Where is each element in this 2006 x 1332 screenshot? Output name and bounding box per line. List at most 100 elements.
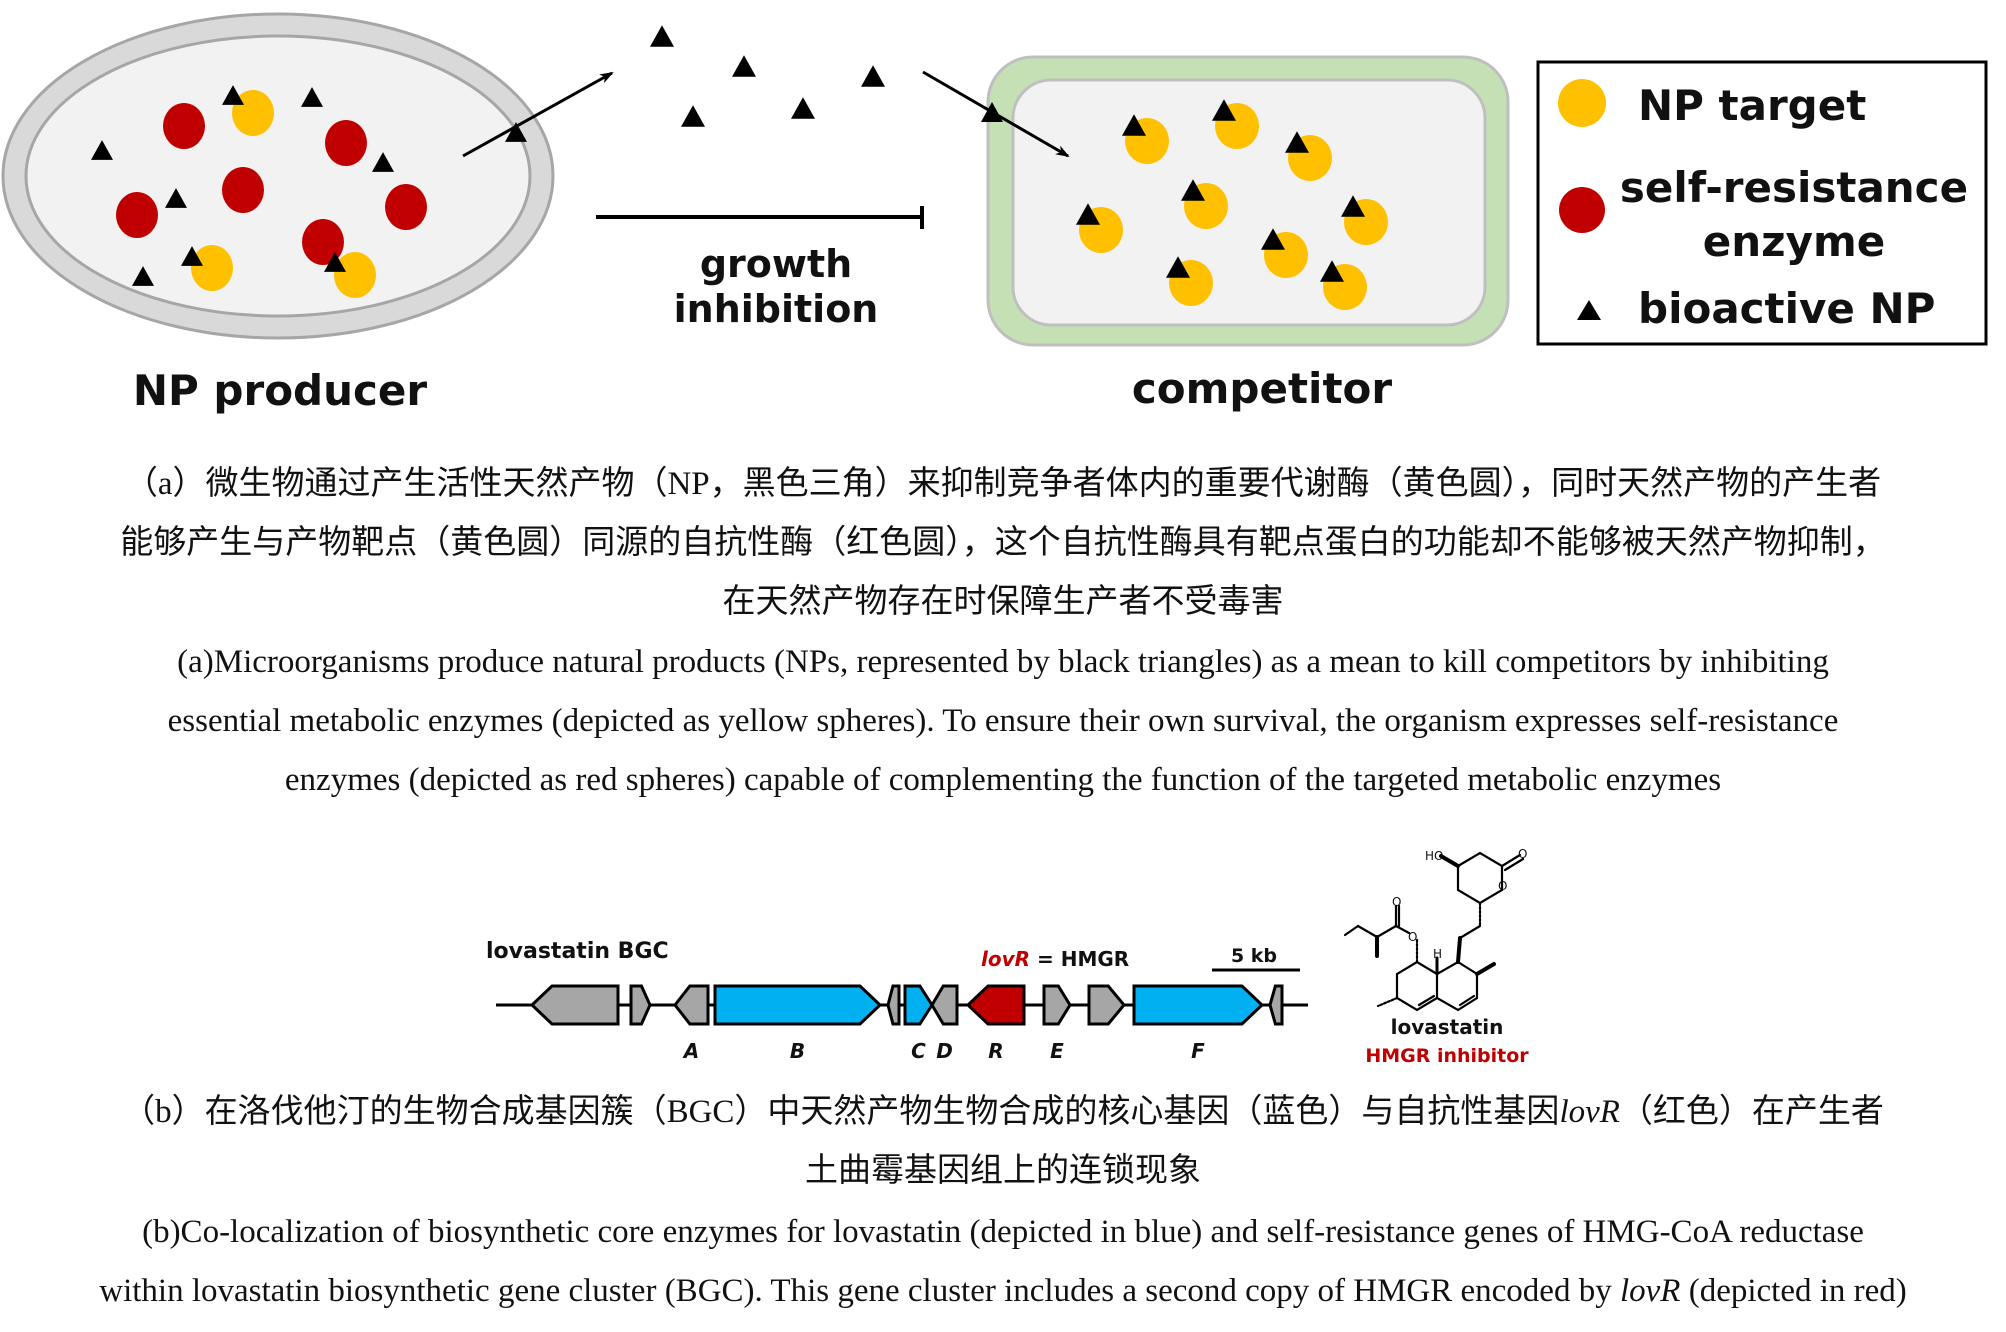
caption-b-en-line1: (b)Co-localization of biosynthetic core … xyxy=(142,1214,1864,1250)
ester-chain-1 xyxy=(1375,924,1398,939)
bioactive-np-triangle xyxy=(222,85,244,105)
legend-label-np-target: NP target xyxy=(1638,81,1866,130)
decalin-ring-left xyxy=(1395,960,1439,1012)
red-circle-icon xyxy=(1559,187,1605,233)
atom-h: H xyxy=(1433,947,1442,961)
compound-role: HMGR inhibitor xyxy=(1365,1045,1529,1067)
scale-bar-label: 5 kb xyxy=(1231,945,1277,967)
carbonyl-bond xyxy=(1500,853,1522,868)
gene-label: D xyxy=(936,1039,953,1063)
caption-a-en-line: enzymes (depicted as red spheres) capabl… xyxy=(284,762,1722,798)
gene-label: C xyxy=(911,1039,926,1063)
atom-o-ring: O xyxy=(1498,879,1507,893)
bioactive-np-triangle xyxy=(1320,260,1344,282)
caption-b-zh-text: （红色）在产生者 xyxy=(1619,1094,1884,1130)
bioactive-np-triangle xyxy=(165,188,187,208)
caption-b-en-text: within lovastatin biosynthetic gene clus… xyxy=(99,1273,1620,1309)
producer-cytoplasm xyxy=(24,34,532,318)
gene-arrow xyxy=(529,984,620,1026)
self-resistance-enzyme xyxy=(325,120,367,166)
growth-inhibition-symbol xyxy=(596,206,924,229)
competitor-label: competitor xyxy=(1132,364,1392,413)
double-bond-right xyxy=(1458,994,1476,1007)
np-target-enzyme xyxy=(334,252,376,298)
self-resistance-enzyme xyxy=(163,103,205,149)
entering-np-triangle xyxy=(981,102,1003,122)
ester-chain-3 xyxy=(1343,924,1360,937)
lovR-equals-hmgr: = HMGR xyxy=(1030,947,1129,971)
caption-b-en-text: (depicted in red) xyxy=(1680,1273,1907,1309)
black-triangle-icon xyxy=(1577,300,1601,320)
caption-a-zh-line: 在天然产物存在时保障生产者不受毒害 xyxy=(722,584,1284,620)
gene-C-arrow xyxy=(903,984,934,1026)
legend-box xyxy=(1536,60,1988,346)
gene-arrow xyxy=(1268,984,1284,1026)
gene-label: F xyxy=(1191,1039,1205,1063)
caption-b-zh-gene: lovR xyxy=(1559,1094,1620,1130)
bioactive-np-triangle xyxy=(681,105,705,127)
inhibition-label-line2: inhibition xyxy=(674,287,879,331)
ho-wedge xyxy=(1439,854,1460,868)
producer-label: NP producer xyxy=(133,366,428,415)
double-bond-left xyxy=(1417,994,1436,1007)
atom-o-ester: O xyxy=(1408,930,1417,944)
methyl-hash xyxy=(1376,996,1399,1008)
bioactive-np-triangle xyxy=(732,55,756,77)
legend: NP target self-resistance enzyme bioacti… xyxy=(1536,60,1988,346)
bioactive-np-triangle xyxy=(372,152,394,172)
gene-label: R xyxy=(988,1039,1003,1063)
legend-label-self-resistance-line2: enzyme xyxy=(1703,217,1885,266)
bioactive-np-triangle xyxy=(1212,99,1236,121)
caption-b-en-gene: lovR xyxy=(1619,1273,1681,1309)
caption-b-en-line2: within lovastatin biosynthetic gene clus… xyxy=(0,1262,2006,1321)
bioactive-np-triangle xyxy=(1076,203,1100,225)
carbonyl-bond-2 xyxy=(1503,857,1525,872)
caption-a-chinese: （a）微生物通过产生活性天然产物（NP，黑色三角）来抑制竞争者体内的重要代谢酶（… xyxy=(0,455,2006,632)
atom-o-ester-carbonyl: O xyxy=(1392,895,1401,909)
export-arrow xyxy=(462,71,614,158)
caption-b-zh-line2: 土曲霉基因组上的连锁现象 xyxy=(805,1153,1201,1189)
legend-label-self-resistance-line1: self-resistance xyxy=(1620,163,1968,212)
gene-label: A xyxy=(682,1039,699,1063)
caption-b-chinese: （b）在洛伐他汀的生物合成基因簇（BGC）中天然产物生物合成的核心基因（蓝色）与… xyxy=(0,1083,2006,1201)
bioactive-np-triangle xyxy=(181,246,203,266)
decalin-ring-right xyxy=(1435,960,1479,1012)
self-resistance-enzyme xyxy=(116,192,158,238)
gene-D-arrow xyxy=(930,984,959,1026)
np-target-enzyme xyxy=(232,90,274,136)
secreted-np-group xyxy=(650,25,885,127)
bioactive-np-triangle xyxy=(1341,195,1365,217)
caption-a-en-line: (a)Microorganisms produce natural produc… xyxy=(177,644,1829,680)
methyl-wedge xyxy=(1475,962,1496,976)
ester-chain-2 xyxy=(1356,924,1379,939)
atom-o-carbonyl: O xyxy=(1518,847,1527,861)
caption-b-zh-text: （b）在洛伐他汀的生物合成基因簇（BGC）中天然产物生物合成的核心基因（蓝色）与… xyxy=(122,1094,1560,1130)
self-resistance-enzyme xyxy=(302,219,344,265)
gene-R-arrow xyxy=(965,984,1026,1026)
bioactive-np-triangle xyxy=(1166,256,1190,278)
gene-E-arrow xyxy=(1042,984,1072,1026)
bioactive-np-triangle xyxy=(505,122,527,142)
legend-label-bioactive-np: bioactive NP xyxy=(1638,284,1935,333)
bioactive-np-triangle xyxy=(1122,114,1146,136)
bgc-title: lovastatin BGC xyxy=(486,939,669,964)
chain-bond-2 xyxy=(1456,936,1462,964)
caption-a-en-line: essential metabolic enzymes (depicted as… xyxy=(167,703,1839,739)
lactone-ring xyxy=(1456,851,1504,905)
gene-label: B xyxy=(790,1039,805,1063)
bioactive-np-triangle xyxy=(1181,179,1205,201)
lovR-annotation: lovR = HMGR xyxy=(981,947,1129,971)
gene-arrow xyxy=(629,984,652,1026)
caption-a-zh-line: （a）微生物通过产生活性天然产物（NP，黑色三角）来抑制竞争者体内的重要代谢酶（… xyxy=(124,466,1882,502)
caption-b-zh-line1: （b）在洛伐他汀的生物合成基因簇（BGC）中天然产物生物合成的核心基因（蓝色）与… xyxy=(0,1083,2006,1142)
competitor-cell xyxy=(986,55,1510,347)
gene-label: E xyxy=(1050,1039,1064,1063)
bioactive-np-triangle xyxy=(91,140,113,160)
bioactive-np-triangle xyxy=(1261,228,1285,250)
yellow-circle-icon xyxy=(1558,79,1606,127)
bioactive-np-triangle xyxy=(324,252,346,272)
atom-ho: HO xyxy=(1425,849,1443,863)
caption-a-english: (a)Microorganisms produce natural produc… xyxy=(0,633,2006,810)
bioactive-np-triangle xyxy=(1285,131,1309,153)
lovR-gene-name: lovR xyxy=(981,947,1030,971)
